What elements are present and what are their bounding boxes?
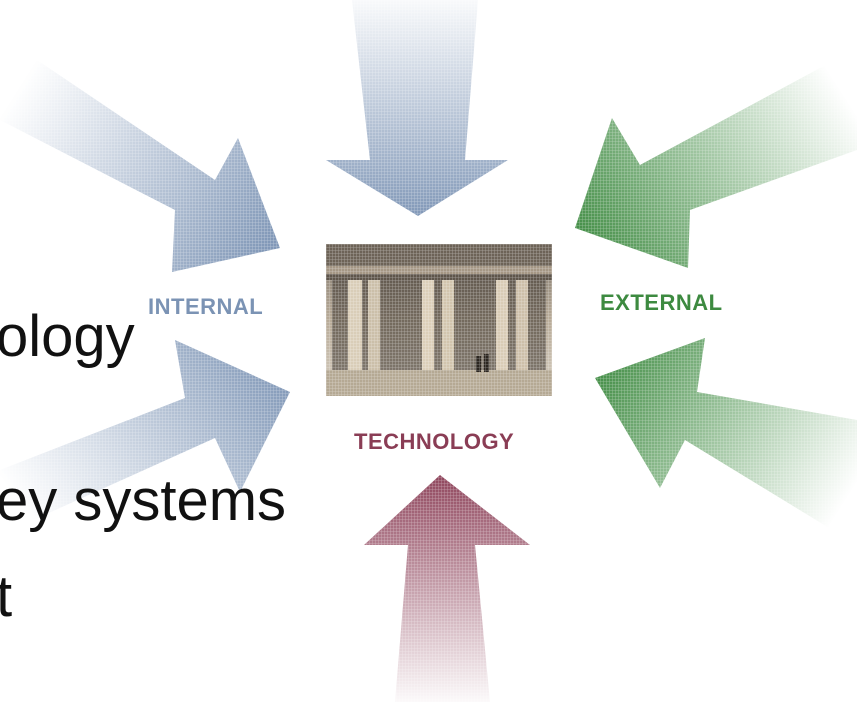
internal-arrow-lower — [0, 340, 290, 535]
top-arrow — [326, 0, 508, 216]
external-arrow-lower — [595, 338, 857, 545]
technology-label: TECHNOLOGY — [354, 429, 515, 454]
bullet-text-fragment-3: t — [0, 564, 13, 629]
external-arrow-upper — [575, 50, 857, 268]
external-label: EXTERNAL — [600, 290, 723, 315]
technology-arrow — [364, 475, 530, 702]
bullet-text-fragment-1: ology — [0, 304, 135, 369]
building-photo — [326, 244, 552, 396]
internal-label: INTERNAL — [148, 294, 264, 319]
bullet-text-fragment-2: ey systems — [0, 468, 287, 533]
internal-arrow-upper — [0, 50, 280, 272]
